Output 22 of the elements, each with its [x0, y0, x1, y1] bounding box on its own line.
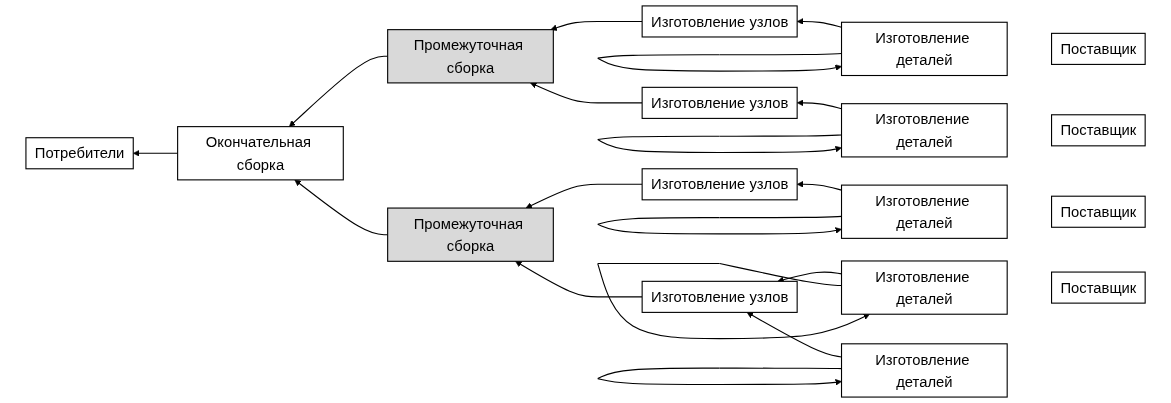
arrow: [530, 82, 643, 104]
arrow: [525, 183, 643, 209]
node-box: Промежуточная сборка: [387, 29, 554, 84]
arrow: [597, 263, 870, 340]
node-box: Изготовление деталей: [840, 343, 1008, 398]
node-box: Поставщик: [1050, 271, 1146, 304]
node-box: Изготовление узлов: [641, 86, 798, 119]
node-box: Изготовление деталей: [840, 21, 1008, 77]
node-box: Изготовление узлов: [641, 5, 798, 38]
arrow: [550, 20, 643, 31]
node-box: Промежуточная сборка: [387, 207, 554, 262]
node-box: Изготовление узлов: [641, 280, 798, 313]
node-box: Изготовление деталей: [840, 184, 1008, 239]
node-box: Изготовление деталей: [840, 103, 1008, 158]
node-box: Поставщик: [1050, 114, 1146, 147]
node-box: Поставщик: [1050, 195, 1146, 228]
node-box: Изготовление деталей: [840, 260, 1008, 315]
node-box: Потребители: [25, 137, 134, 170]
arrow: [515, 261, 643, 298]
node-box: Поставщик: [1050, 32, 1146, 65]
node-box: Изготовление узлов: [641, 168, 798, 201]
node-box: Окончательная сборка: [177, 126, 344, 181]
